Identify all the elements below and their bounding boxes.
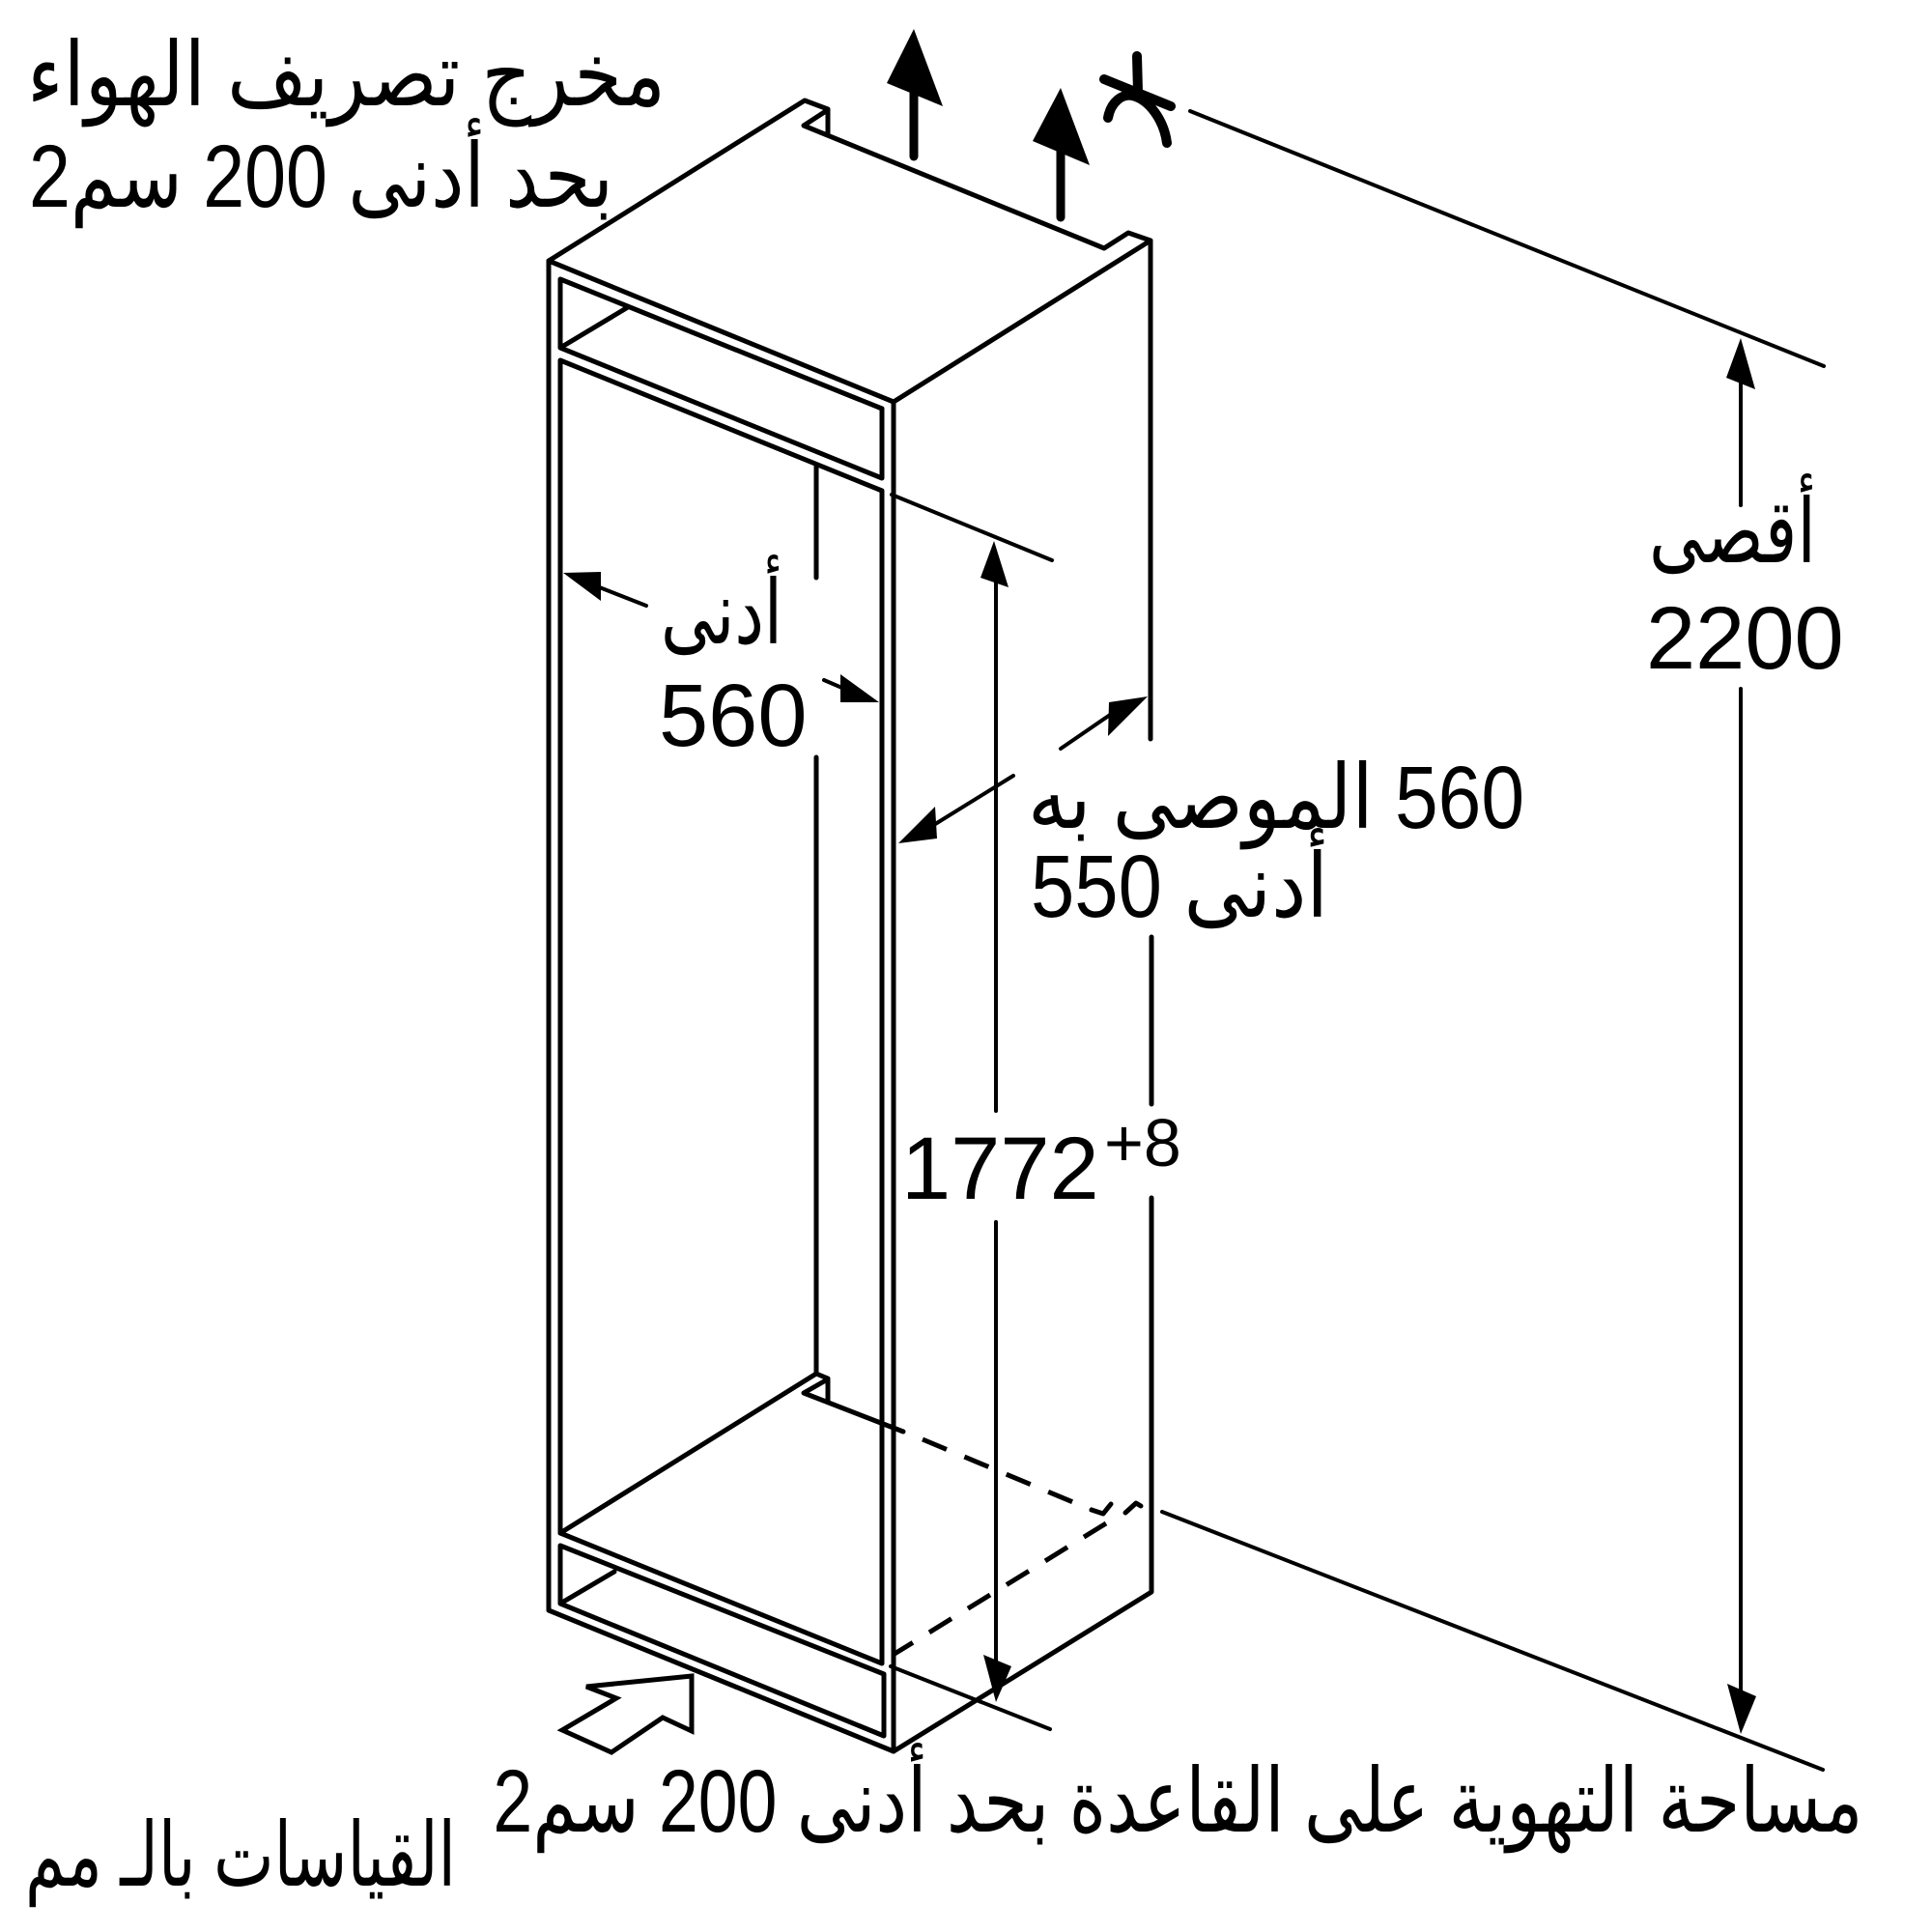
max-height-extension-bottom	[1160, 1510, 1825, 1772]
niche-width-value: 560	[659, 667, 808, 765]
height-extension-bottom	[889, 1664, 1052, 1731]
niche-width-dimension	[563, 572, 879, 702]
arrow-up-icon	[1033, 88, 1090, 222]
arrowhead-icon	[563, 572, 601, 601]
cabinet-side-panel	[891, 238, 1154, 1754]
units-note: القياسات بالـ مم	[25, 1806, 456, 1905]
height-extension-top	[890, 493, 1054, 562]
arrowhead-icon	[1726, 338, 1755, 389]
arrowhead-icon	[1108, 696, 1148, 736]
air-outlet-label-line1: مخرج تصريف الهواء	[27, 26, 666, 125]
niche-depth-arrow-front-shaft	[930, 774, 1015, 828]
niche-opening	[557, 357, 885, 1666]
arrowhead-icon	[1727, 1684, 1756, 1734]
niche-depth-minimum: أدنى 550	[1031, 838, 1328, 936]
niche-depth-arrow-back-shaft	[1059, 711, 1115, 751]
top-ventilation-opening	[557, 276, 885, 481]
niche-width-arrow-left-shaft	[595, 584, 648, 608]
max-height-value: 2200	[1646, 589, 1844, 688]
max-height-qualifier: أقصى	[1649, 483, 1816, 582]
max-height-dimension	[1726, 338, 1756, 1734]
arrowhead-icon	[980, 541, 1009, 587]
arrowhead-icon	[983, 1655, 1011, 1702]
niche-height-dimension	[980, 541, 1011, 1702]
niche-height-tolerance: +8	[1104, 1105, 1181, 1180]
extension-lines	[889, 109, 1826, 1772]
arrow-up-icon	[887, 29, 943, 161]
cabinet-front-frame	[546, 258, 896, 1754]
arrowhead-icon	[840, 674, 879, 702]
cabinet-top-face	[546, 98, 1153, 405]
base-ventilation-label: مساحة التهوية على القاعدة بحد أدنى 200 س…	[493, 1752, 1862, 1851]
niche-height-value: 1772	[901, 1120, 1099, 1218]
niche-back-edges	[557, 464, 906, 1536]
niche-depth-recommended: 560 الموصى به	[1028, 749, 1524, 847]
base-ventilation-opening	[557, 1543, 887, 1739]
hollow-arrow-icon	[556, 1673, 695, 1755]
max-height-extension-top	[1188, 109, 1826, 368]
hidden-edges-dashed	[893, 1436, 1108, 1657]
air-outlet-arrows	[887, 29, 1090, 222]
niche-depth-dimension	[898, 696, 1148, 843]
ceiling-clearance-icon	[1099, 51, 1176, 148]
arrowhead-icon	[898, 807, 937, 843]
hidden-corner-notch	[1089, 1500, 1144, 1517]
niche-width-qualifier: أدنى	[661, 564, 782, 663]
appliance-niche-cabinet	[546, 98, 1154, 1754]
air-outlet-label-line2: بحد أدنى 200 سم2	[29, 128, 613, 226]
